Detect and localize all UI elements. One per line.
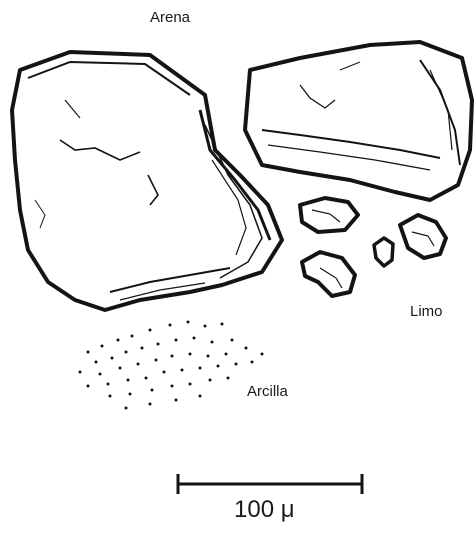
clay-label: Arcilla: [247, 383, 288, 400]
silt-particle: [400, 215, 446, 258]
silt-particles: [300, 198, 446, 296]
scale-label: 100 μ: [234, 496, 295, 524]
sand-label: Arena: [150, 9, 190, 26]
scale-bar: [178, 474, 362, 494]
silt-particle: [374, 238, 393, 266]
sand-grain-right: [245, 42, 472, 200]
silt-particle: [300, 198, 358, 232]
sand-grain-large: [12, 52, 282, 310]
clay-particles: [79, 321, 264, 410]
silt-label: Limo: [410, 303, 443, 320]
